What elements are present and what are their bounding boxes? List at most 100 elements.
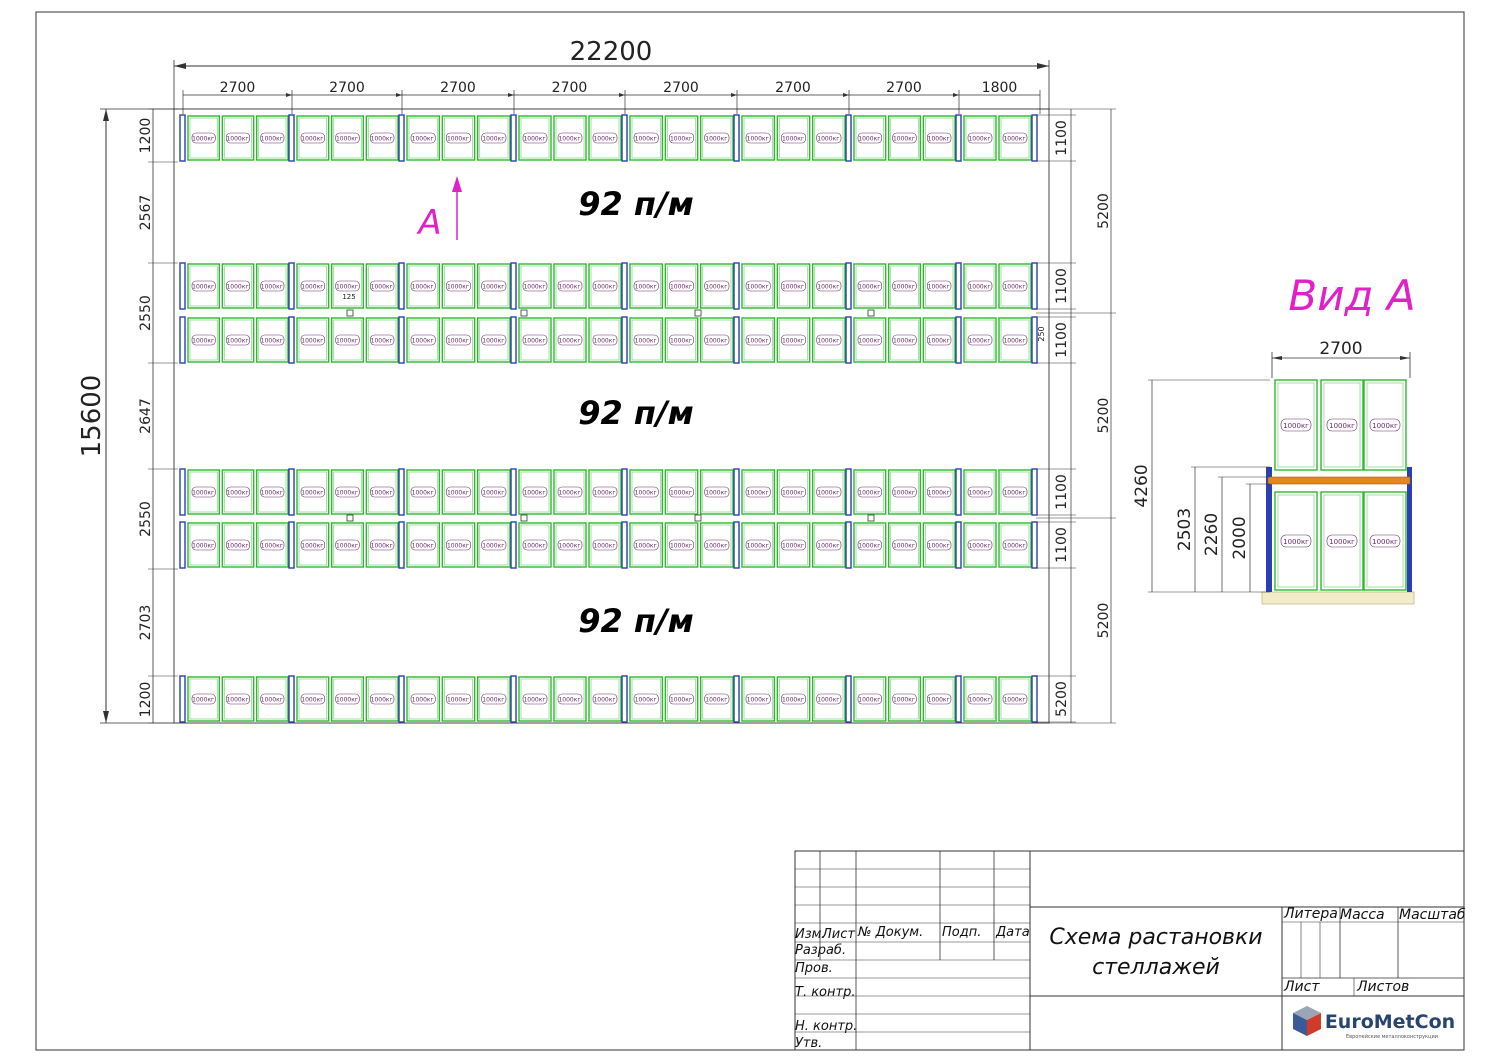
pallet-inner [333, 319, 362, 361]
pallet-load-label: 1000кг [968, 543, 990, 550]
pallet-tag [816, 280, 842, 292]
rack-upright [733, 316, 740, 364]
pallet [998, 317, 1032, 363]
rack-upright [288, 262, 295, 310]
pallet [776, 115, 811, 161]
pallet-inner [555, 524, 585, 566]
pallet [296, 469, 330, 515]
row-checked: Пров. [795, 961, 833, 976]
pallet-inner [702, 678, 732, 720]
pallet-inner [702, 524, 732, 566]
right-dim-label: 5200 [1054, 681, 1070, 717]
pallet-inner [443, 678, 474, 720]
pallet-tag [557, 486, 583, 498]
pallet-load-label: 1000кг [928, 284, 950, 291]
left-dim-label: 1200 [138, 682, 154, 718]
pallet [963, 115, 997, 161]
pallet [365, 469, 399, 515]
pallet-load-label: 1000кг [747, 136, 769, 143]
pallet [553, 263, 587, 309]
pallet [998, 263, 1032, 309]
rack-upright [179, 114, 186, 162]
pallet [853, 676, 887, 722]
pallet [255, 469, 289, 515]
pallet [699, 676, 734, 722]
small-dim-125: 125 [342, 293, 355, 301]
rack-upright [845, 468, 852, 516]
pallet-inner [890, 319, 919, 361]
pallet-tag [927, 334, 952, 346]
pallet-tag [704, 132, 730, 144]
pallet-inner [479, 265, 509, 307]
pallet [365, 317, 399, 363]
pallet-tag [191, 334, 216, 346]
pallet [518, 263, 552, 309]
pallet-inner [666, 471, 697, 513]
pallet-inner [965, 524, 995, 566]
pallet-inner [479, 319, 509, 361]
pallet [741, 522, 776, 568]
pallet-inner [778, 524, 809, 566]
pallet-tag [633, 334, 659, 346]
pallet-tag [927, 693, 952, 705]
pallet-inner [814, 524, 844, 566]
pallet-load-label: 1000кг [747, 338, 769, 345]
pallet [476, 522, 511, 568]
pallet-tag [967, 280, 993, 292]
pallet-tag [816, 693, 842, 705]
pallet [998, 469, 1032, 515]
pallet-tag [226, 486, 250, 498]
pallet-tag [892, 132, 917, 144]
pallet-tag [557, 334, 583, 346]
view-a-pallet-load: 1000кг [1283, 538, 1309, 546]
pallet-inner [298, 471, 328, 513]
pallet-load-label: 1000кг [1003, 338, 1025, 345]
pallet-load-label: 1000кг [747, 543, 769, 550]
pallet-load-label: 1000кг [893, 284, 915, 291]
pallet [699, 317, 734, 363]
sheets-label: Листов [1356, 979, 1409, 995]
pallet-load-label: 1000кг [301, 697, 323, 704]
pallet [221, 317, 255, 363]
pallet-load-label: 1000кг [447, 543, 469, 550]
left-dim-label: 2567 [138, 195, 154, 231]
view-a-pallet [1320, 379, 1364, 471]
pallet-inner [367, 319, 397, 361]
pallet [330, 522, 365, 568]
pallet-tag [892, 280, 917, 292]
pallet-tag [633, 693, 659, 705]
pallet-tag [1002, 280, 1028, 292]
pallet-load-label: 1000кг [593, 543, 615, 550]
pallet-tag [335, 693, 360, 705]
pallet [853, 317, 887, 363]
pallet [629, 263, 664, 309]
pallet-tag [191, 132, 216, 144]
pallet-load-label: 1000кг [893, 543, 915, 550]
right-dim-label: 1100 [1054, 322, 1070, 358]
right-dim-label: 1100 [1054, 268, 1070, 304]
pallet-tag [927, 539, 952, 551]
view-a-title: Вид А [1288, 271, 1415, 320]
upright-left [1266, 467, 1272, 592]
pallet-tag [669, 334, 694, 346]
right-outer-dim-label: 5200 [1096, 398, 1112, 434]
pallet-inner [743, 524, 773, 566]
bay-arrow [619, 93, 625, 97]
pallet-load-label: 1000кг [301, 284, 323, 291]
drawing-title-line2: стеллажей [1092, 955, 1220, 980]
view-a-pallet-load: 1000кг [1283, 422, 1309, 430]
pallet-load-label: 1000кг [412, 697, 434, 704]
pallet-tag [300, 539, 325, 551]
pallet-inner [743, 678, 773, 720]
pallet-load-label: 1000кг [371, 697, 393, 704]
pallet-inner [520, 678, 550, 720]
pallet-tag [335, 280, 360, 292]
pallet [476, 317, 511, 363]
pallet [588, 469, 622, 515]
pallet-tag [226, 132, 250, 144]
pallet-tag [557, 539, 583, 551]
pallet-inner [1000, 319, 1030, 361]
pallet-tag [446, 280, 471, 292]
pallet-tag [857, 334, 882, 346]
pallet [887, 263, 922, 309]
